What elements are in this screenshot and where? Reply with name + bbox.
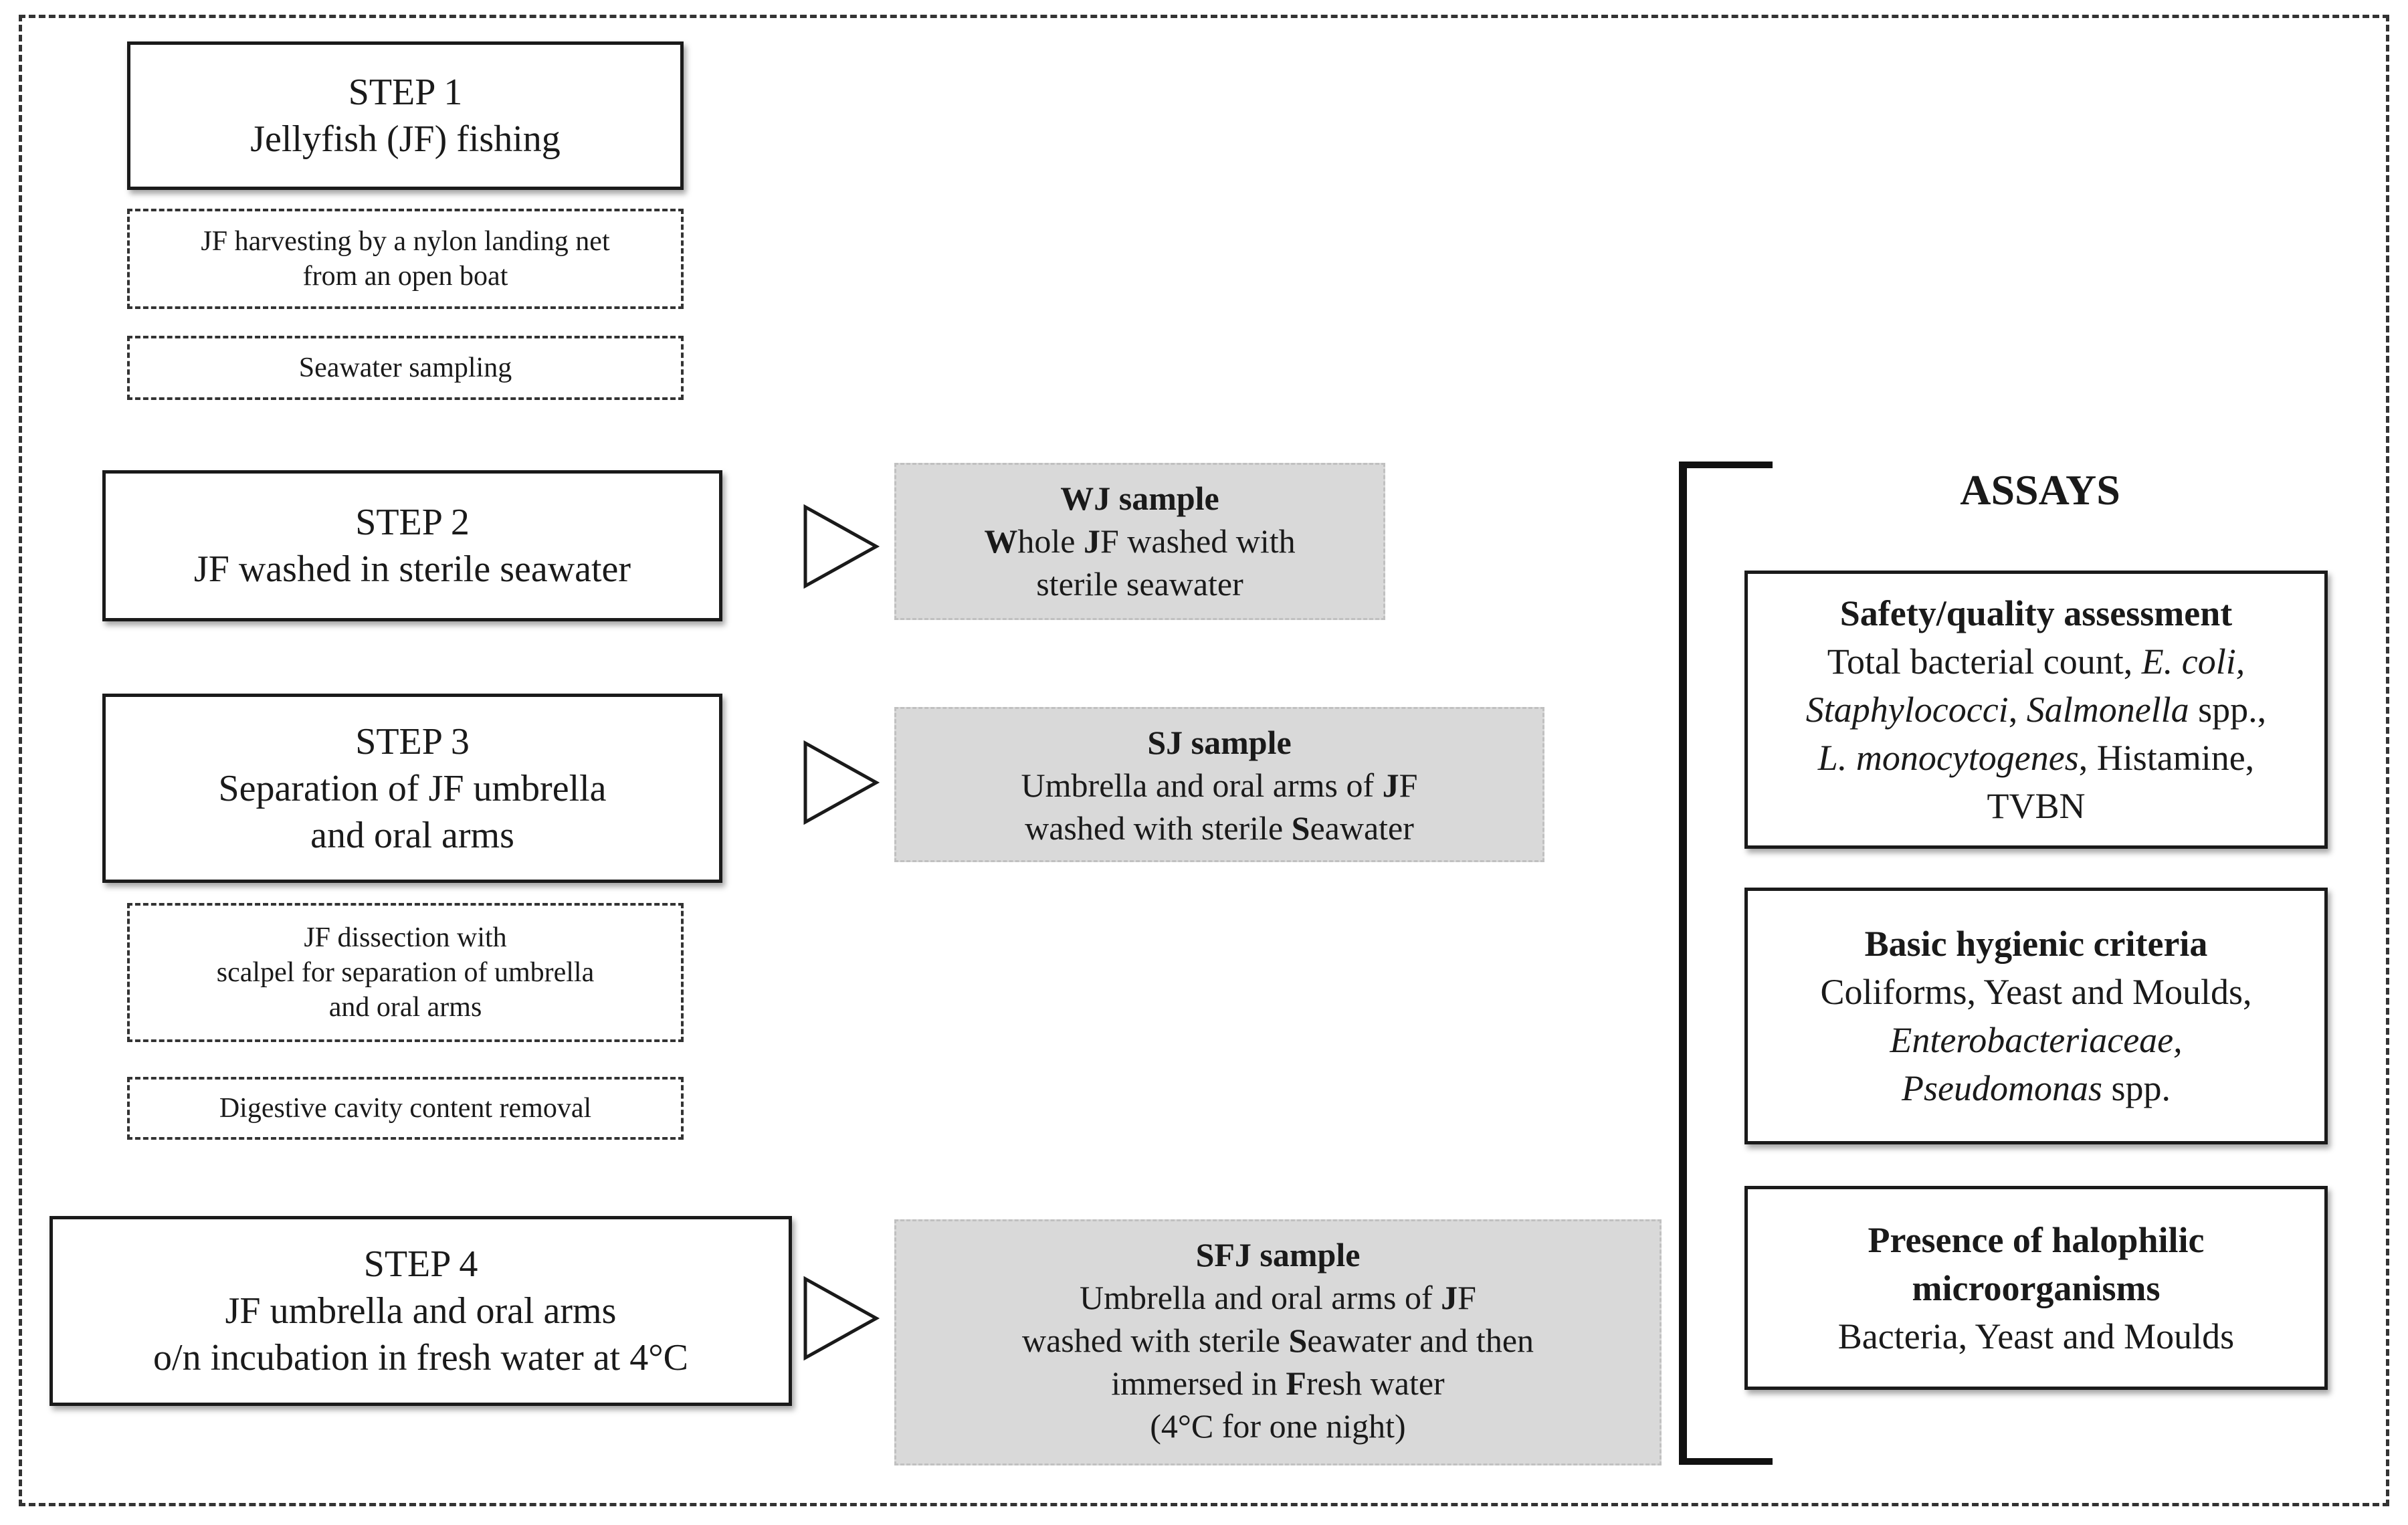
assay-title: Presence of halophilic microorganisms — [1868, 1219, 2205, 1308]
note-line: from an open boat — [302, 261, 508, 292]
sample-line: Umbrella and oral arms of JF — [1080, 1276, 1476, 1319]
text-segment: resh water — [1306, 1364, 1445, 1402]
text-segment: W — [984, 522, 1018, 560]
sample-line: immersed in Fresh water — [1111, 1362, 1444, 1405]
step-2-line-1: JF washed in sterile seawater — [193, 548, 631, 590]
text-segment: washed with sterile — [1021, 1322, 1289, 1359]
text-segment: S — [1288, 1322, 1308, 1359]
assays-heading: ASSAYS — [1960, 466, 2120, 514]
step-2-box: STEP 2 JF washed in sterile seawater — [102, 470, 722, 621]
assay-safety-quality-box: Safety/quality assessment Total bacteria… — [1744, 571, 2328, 849]
assays-bracket-vertical — [1679, 462, 1687, 1465]
assay-line: Bacteria, Yeast and Moulds — [1838, 1312, 2234, 1360]
text-segment: F — [1286, 1364, 1306, 1402]
assay-title: Basic hygienic criteria — [1864, 924, 2208, 964]
assays-bracket-bottom — [1679, 1458, 1773, 1465]
text-segment: Enterobacteriaceae, — [1890, 1020, 2183, 1060]
text-segment: eawater and then — [1307, 1322, 1534, 1359]
step-4-line-2: o/n incubation in fresh water at 4°C — [153, 1337, 688, 1379]
assay-line: TVBN — [1987, 782, 2086, 830]
sample-title: WJ sample — [1060, 480, 1219, 517]
text-segment: Salmonella — [2026, 690, 2189, 730]
step-2-title: STEP 2 — [355, 502, 470, 543]
text-segment: Staphylococci — [1805, 690, 2009, 730]
sample-title: SJ sample — [1147, 724, 1292, 761]
assay-hygienic-criteria-box: Basic hygienic criteria Coliforms, Yeast… — [1744, 888, 2328, 1144]
step-4-box: STEP 4 JF umbrella and oral arms o/n inc… — [49, 1216, 792, 1406]
step-3-note-dissection: JF dissection with scalpel for separatio… — [127, 903, 684, 1042]
sample-sfj-box: SFJ sample Umbrella and oral arms of JF … — [894, 1219, 1662, 1465]
text-segment: J — [1083, 522, 1100, 560]
text-segment: Umbrella and oral arms of — [1080, 1279, 1441, 1316]
note-line: JF harvesting by a nylon landing net — [201, 226, 610, 257]
sample-line: washed with sterile Seawater and then — [1022, 1319, 1534, 1362]
note-line: Seawater sampling — [298, 352, 512, 383]
text-segment: immersed in — [1111, 1364, 1286, 1402]
text-segment: , Histamine, — [2078, 738, 2255, 778]
text-segment: Bacteria, Yeast and Moulds — [1837, 1316, 2235, 1356]
step-1-box: STEP 1 Jellyfish (JF) fishing — [127, 41, 684, 190]
assay-line: Total bacterial count, E. coli, — [1827, 637, 2245, 686]
step-3-note-digestive: Digestive cavity content removal — [127, 1077, 684, 1140]
note-line: JF dissection with — [304, 922, 507, 953]
sample-title: SFJ sample — [1195, 1236, 1361, 1274]
sample-line: washed with sterile Seawater — [1025, 807, 1414, 849]
step-1-title: STEP 1 — [348, 72, 463, 113]
note-line: Digestive cavity content removal — [219, 1093, 592, 1124]
sample-line: Umbrella and oral arms of JF — [1021, 764, 1418, 807]
sample-line: (4°C for one night) — [1150, 1405, 1405, 1447]
step-1-note-harvesting: JF harvesting by a nylon landing net fro… — [127, 209, 684, 309]
arrow-sfj-icon — [803, 1276, 880, 1361]
sample-line: Whole JF washed with — [984, 520, 1295, 563]
text-segment: Total bacterial count, — [1827, 641, 2142, 682]
sample-sj-box: SJ sample Umbrella and oral arms of JF w… — [894, 707, 1544, 862]
step-4-title: STEP 4 — [363, 1243, 478, 1285]
step-3-title: STEP 3 — [355, 720, 470, 762]
text-segment: F washed with — [1100, 522, 1296, 560]
sample-line: sterile seawater — [1036, 563, 1243, 605]
text-segment: eawater — [1310, 809, 1414, 847]
assay-line: Pseudomonas spp. — [1902, 1064, 2171, 1112]
text-segment: TVBN — [1987, 786, 2086, 826]
text-segment: Coliforms, Yeast and Moulds, — [1820, 972, 2252, 1012]
assays-bracket-top — [1679, 462, 1773, 468]
step-1-line-1: Jellyfish (JF) fishing — [250, 118, 561, 160]
text-segment: , — [2008, 690, 2027, 730]
step-3-line-1: Separation of JF umbrella — [218, 767, 607, 809]
assay-title: Safety/quality assessment — [1839, 593, 2233, 633]
text-segment: Umbrella and oral arms of — [1021, 767, 1383, 804]
text-segment: Pseudomonas — [1902, 1068, 2102, 1108]
text-segment: F — [1399, 767, 1418, 804]
note-line: and oral arms — [328, 992, 482, 1023]
step-3-box: STEP 3 Separation of JF umbrella and ora… — [102, 694, 722, 883]
text-segment: S — [1291, 809, 1310, 847]
outer-frame — [19, 15, 2389, 1506]
sample-wj-box: WJ sample Whole JF washed with sterile s… — [894, 463, 1385, 620]
arrow-sj-icon — [803, 740, 880, 825]
step-3-line-2: and oral arms — [310, 814, 514, 856]
text-segment: F — [1458, 1279, 1476, 1316]
text-segment: sterile seawater — [1036, 565, 1243, 603]
text-segment: spp. — [2102, 1068, 2171, 1108]
assay-line: Staphylococci, Salmonella spp., — [1806, 686, 2266, 734]
note-line: scalpel for separation of umbrella — [216, 957, 595, 988]
text-segment: (4°C for one night) — [1150, 1407, 1406, 1445]
arrow-wj-icon — [803, 504, 880, 589]
assay-halophilic-box: Presence of halophilic microorganisms Ba… — [1744, 1186, 2328, 1390]
assay-line: Coliforms, Yeast and Moulds, — [1820, 968, 2251, 1016]
text-segment: washed with sterile — [1025, 809, 1292, 847]
text-segment: spp., — [2189, 690, 2267, 730]
assay-line: Enterobacteriaceae, — [1890, 1016, 2182, 1064]
text-segment: J — [1382, 767, 1399, 804]
step-1-note-seawater: Seawater sampling — [127, 336, 684, 400]
assay-line: L. monocytogenes, Histamine, — [1818, 734, 2254, 782]
text-segment: J — [1441, 1279, 1458, 1316]
text-segment: E. coli, — [2141, 641, 2245, 682]
text-segment: L. monocytogenes — [1817, 738, 2079, 778]
step-4-line-1: JF umbrella and oral arms — [225, 1290, 617, 1332]
text-segment: hole — [1017, 522, 1084, 560]
